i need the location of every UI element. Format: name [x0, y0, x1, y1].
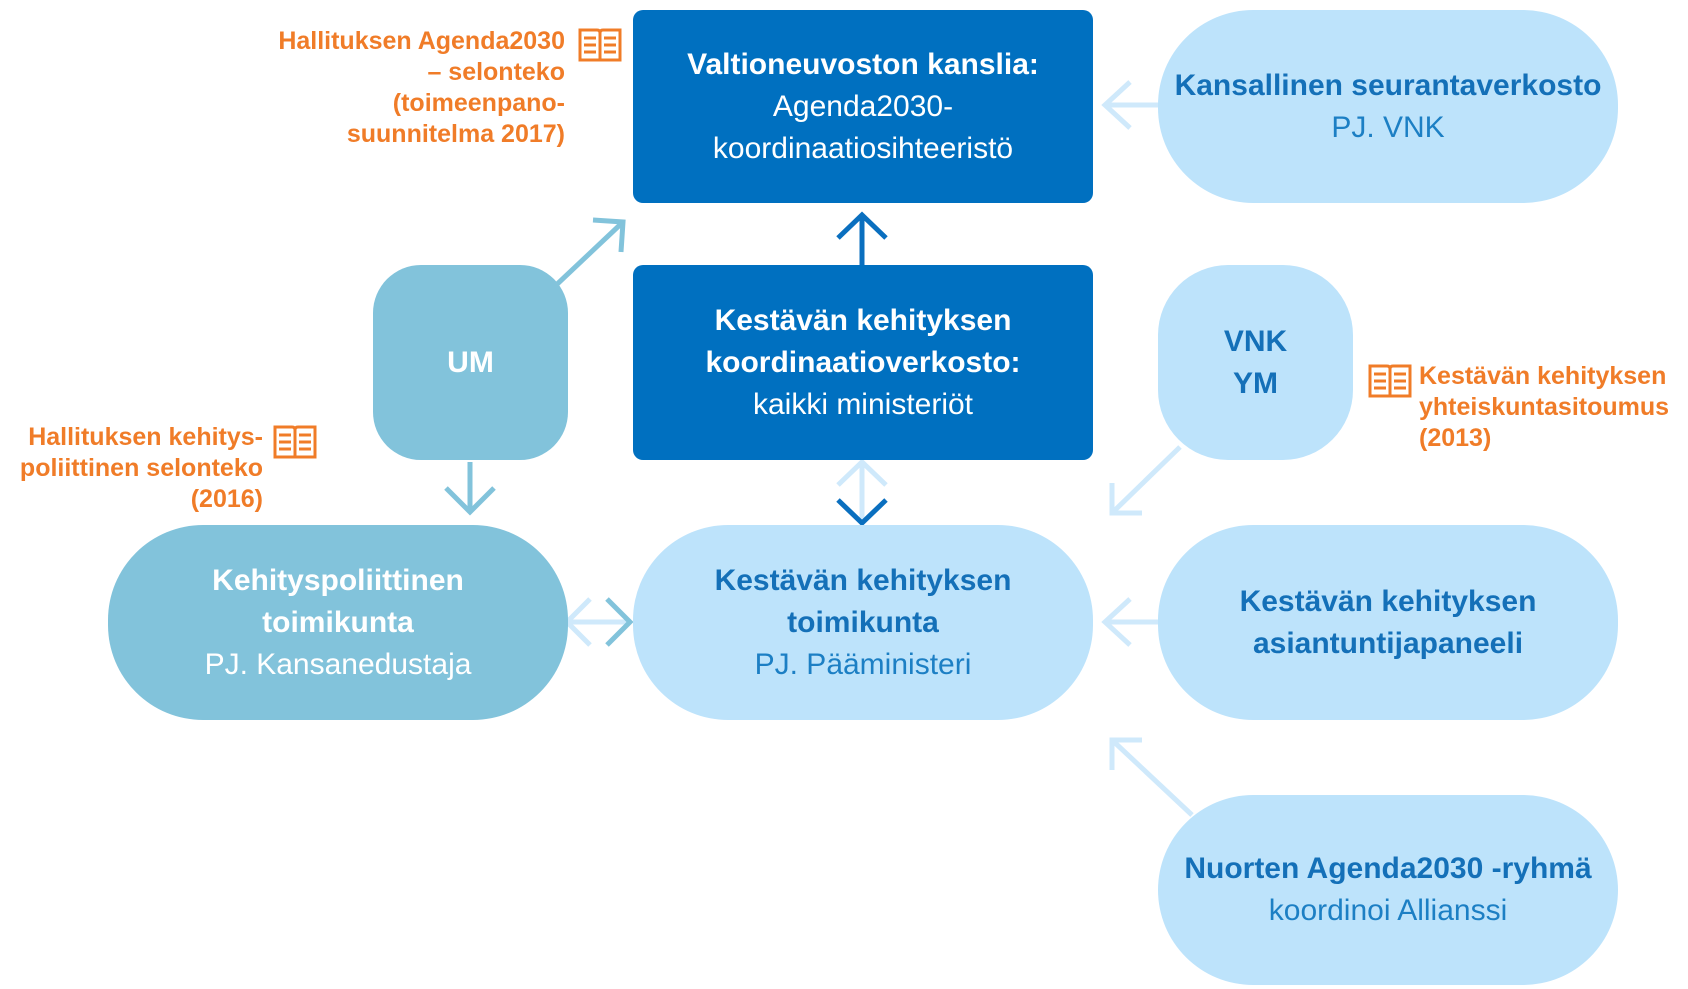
reference-line: (2016): [190, 485, 263, 513]
arrow-toimikunnat-left: [563, 597, 630, 647]
node-koordinaatioverkosto-sub: kaikki ministeriöt: [752, 387, 974, 421]
node-kehityspoliittinen-title2: toimikunta: [262, 605, 414, 639]
node-kk-toimikunta-title1: Kestävän kehityksen: [714, 563, 1012, 597]
node-seurantaverkosto: Kansallinen seurantaverkosto PJ. VNK: [1158, 10, 1618, 203]
reference-line: (2013): [1419, 424, 1492, 452]
node-vnk-ym-line2: YM: [1233, 366, 1278, 400]
node-nuorten-sub: koordinoi Allianssi: [1268, 894, 1508, 927]
arrow-paneeli-to-toimikunta: [1101, 597, 1160, 647]
node-vnk-ym-line1: VNK: [1223, 324, 1288, 358]
reference-line: Kestävän kehityksen: [1419, 362, 1667, 390]
node-vnk-kanslia: Valtioneuvoston kanslia: Agenda2030- koo…: [633, 10, 1093, 203]
node-kk-toimikunta: Kestävän kehityksen toimikunta PJ. Päämi…: [633, 525, 1093, 720]
node-koordinaatioverkosto: Kestävän kehityksen koordinaatioverkosto…: [633, 265, 1093, 460]
node-um: UM: [373, 265, 568, 460]
reference-line: Hallituksen kehitys-: [28, 423, 263, 451]
reference-line: poliittinen selonteko: [19, 454, 263, 482]
node-nuorten-ryhma: Nuorten Agenda2030 -ryhmä koordinoi Alli…: [1158, 795, 1618, 985]
node-nuorten-title: Nuorten Agenda2030 -ryhmä: [1184, 852, 1592, 885]
reference-line: Hallituksen Agenda2030: [278, 27, 565, 55]
node-koordinaatioverkosto-title1: Kestävän kehityksen: [714, 303, 1012, 337]
book-icon: [1368, 364, 1412, 398]
node-seurantaverkosto-sub: PJ. VNK: [1331, 110, 1445, 144]
node-asiantuntijapaneeli-title1: Kestävän kehityksen: [1239, 584, 1537, 618]
node-kk-toimikunta-sub: PJ. Pääministeri: [754, 647, 972, 681]
node-vnk-kanslia-title: Valtioneuvoston kanslia:: [687, 47, 1039, 81]
arrow-toimikunnat-right: [605, 597, 634, 647]
node-kehityspoliittinen-title1: Kehityspoliittinen: [212, 563, 464, 597]
arrow-vnkym-to-toimikunta: [1109, 445, 1182, 516]
node-koordinaatioverkosto-title2: koordinaatioverkosto:: [705, 345, 1021, 379]
node-seurantaverkosto-title: Kansallinen seurantaverkosto: [1174, 68, 1602, 102]
node-vnk-ym: VNK YM: [1158, 265, 1353, 460]
arrow-verkosto-toimikunta-up: [836, 458, 888, 520]
book-icon: [578, 28, 622, 62]
reference-line: suunnitelma 2017): [346, 120, 565, 148]
reference-line: (toimeenpano-: [392, 89, 565, 117]
arrow-um-to-kanslia: [551, 217, 626, 290]
reference-agenda-selonteko: Hallituksen Agenda2030 – selonteko (toim…: [240, 26, 565, 150]
node-kk-toimikunta-title2: toimikunta: [787, 605, 939, 639]
reference-kehityspoliittinen-selonteko: Hallituksen kehitys- poliittinen selonte…: [5, 422, 263, 515]
node-kehityspoliittinen-sub: PJ. Kansanedustaja: [204, 647, 472, 681]
reference-line: – selonteko: [427, 58, 565, 86]
reference-yhteiskuntasitoumus: Kestävän kehityksen yhteiskuntasitoumus …: [1419, 361, 1684, 454]
node-um-title: UM: [447, 345, 494, 379]
arrow-um-to-kehityspoliittinen: [444, 462, 496, 516]
arrow-seurantaverkosto-to-kanslia: [1101, 80, 1160, 130]
arrow-nuorten-to-toimikunta: [1109, 737, 1194, 817]
reference-line: yhteiskuntasitoumus: [1419, 393, 1670, 421]
node-vnk-kanslia-sub2: koordinaatiosihteeristö: [712, 131, 1014, 165]
node-vnk-kanslia-sub1: Agenda2030-: [772, 89, 954, 123]
arrow-verkosto-toimikunta-down: [836, 498, 888, 527]
book-icon: [273, 425, 317, 459]
node-asiantuntijapaneeli-title2: asiantuntijapaneeli: [1252, 626, 1524, 660]
node-asiantuntijapaneeli: Kestävän kehityksen asiantuntijapaneeli: [1158, 525, 1618, 720]
node-kehityspoliittinen-toimikunta: Kehityspoliittinen toimikunta PJ. Kansan…: [108, 525, 568, 720]
arrow-verkosto-to-kanslia: [836, 211, 888, 265]
